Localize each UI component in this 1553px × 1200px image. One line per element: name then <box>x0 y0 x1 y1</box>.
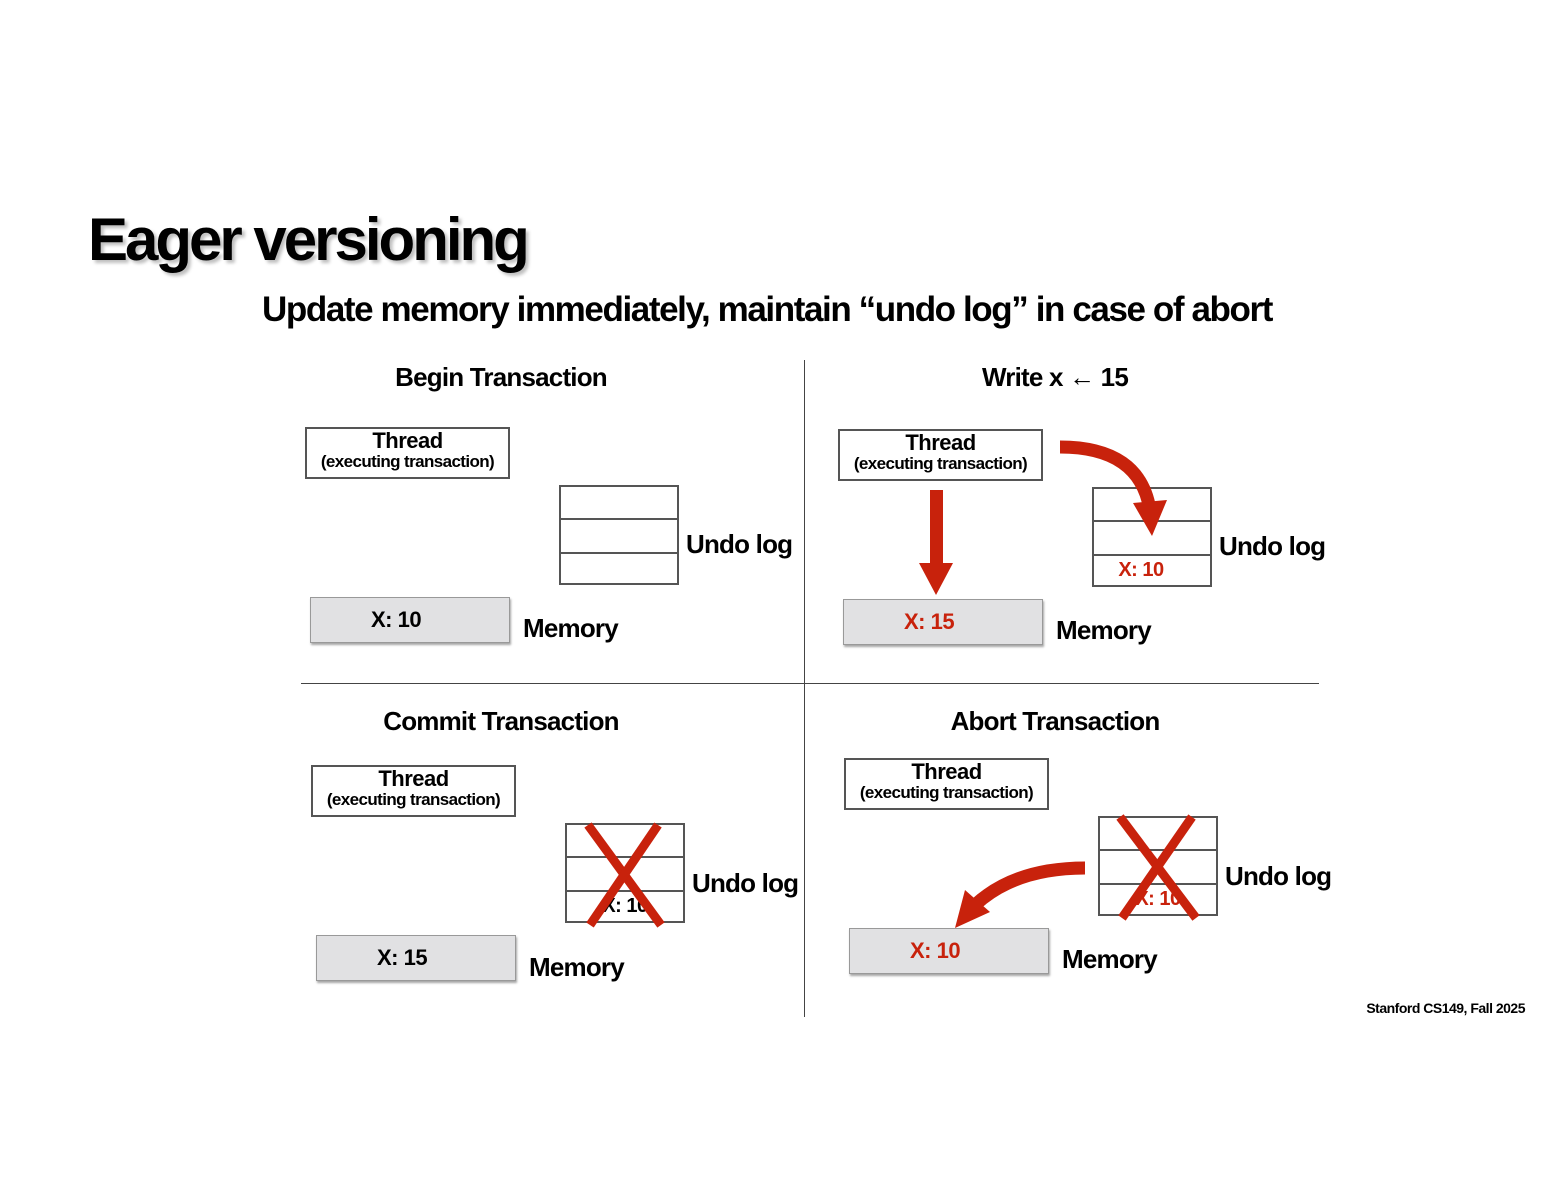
undo-log-entry: X: 10 <box>1135 888 1181 910</box>
thread-subtitle: (executing transaction) <box>326 790 501 809</box>
thread-title: Thread <box>372 428 443 453</box>
memory-value: X: 10 <box>371 607 422 632</box>
abort-discard-x-icon <box>1116 814 1200 921</box>
vertical-divider <box>804 360 805 1017</box>
write-memory-arrow <box>919 490 953 595</box>
memory-box-write: X: 15 <box>843 599 1043 645</box>
undo-log-label: Undo log <box>692 868 799 898</box>
thread-title: Thread <box>911 759 982 784</box>
thread-box-begin: Thread (executing transaction) <box>305 427 510 479</box>
thread-title: Thread <box>378 766 449 791</box>
abort-restore-arrow <box>955 861 1086 928</box>
commit-discard-x-icon <box>584 822 665 928</box>
thread-subtitle: (executing transaction) <box>853 454 1028 473</box>
memory-label: Memory <box>529 952 625 982</box>
thread-subtitle: (executing transaction) <box>859 783 1034 802</box>
memory-box-begin: X: 10 <box>310 597 510 643</box>
undo-log-label: Undo log <box>1225 861 1332 891</box>
thread-box-abort: Thread (executing transaction) <box>844 758 1049 810</box>
memory-box-abort: X: 10 <box>849 928 1049 974</box>
undo-log-entry: X: 10 <box>602 895 648 917</box>
heading-write: Write x ← 15 <box>982 362 1129 392</box>
memory-box-commit: X: 15 <box>316 935 516 981</box>
heading-abort-transaction: Abort Transaction <box>950 706 1161 736</box>
memory-value: X: 10 <box>910 938 961 963</box>
thread-title: Thread <box>905 430 976 455</box>
footer-course-label: Stanford CS149, Fall 2025 <box>1366 1000 1525 1016</box>
horizontal-divider <box>301 683 1319 684</box>
heading-commit-transaction: Commit Transaction <box>383 706 619 736</box>
undo-log-begin <box>559 485 679 585</box>
memory-value: X: 15 <box>377 945 428 970</box>
write-undo-log-arrow <box>1059 440 1167 536</box>
memory-label: Memory <box>1056 615 1152 645</box>
thread-box-commit: Thread (executing transaction) <box>311 765 516 817</box>
memory-value: X: 15 <box>904 609 955 634</box>
memory-label: Memory <box>523 613 619 643</box>
thread-subtitle: (executing transaction) <box>320 452 495 471</box>
undo-log-label: Undo log <box>1219 531 1326 561</box>
thread-box-write: Thread (executing transaction) <box>838 429 1043 481</box>
memory-label: Memory <box>1062 944 1158 974</box>
undo-log-label: Undo log <box>686 529 793 559</box>
slide-subtitle: Update memory immediately, maintain “und… <box>262 290 1273 329</box>
heading-begin-transaction: Begin Transaction <box>395 362 608 392</box>
undo-log-entry: X: 10 <box>1118 559 1164 581</box>
slide-title: Eager versioning <box>88 206 530 273</box>
